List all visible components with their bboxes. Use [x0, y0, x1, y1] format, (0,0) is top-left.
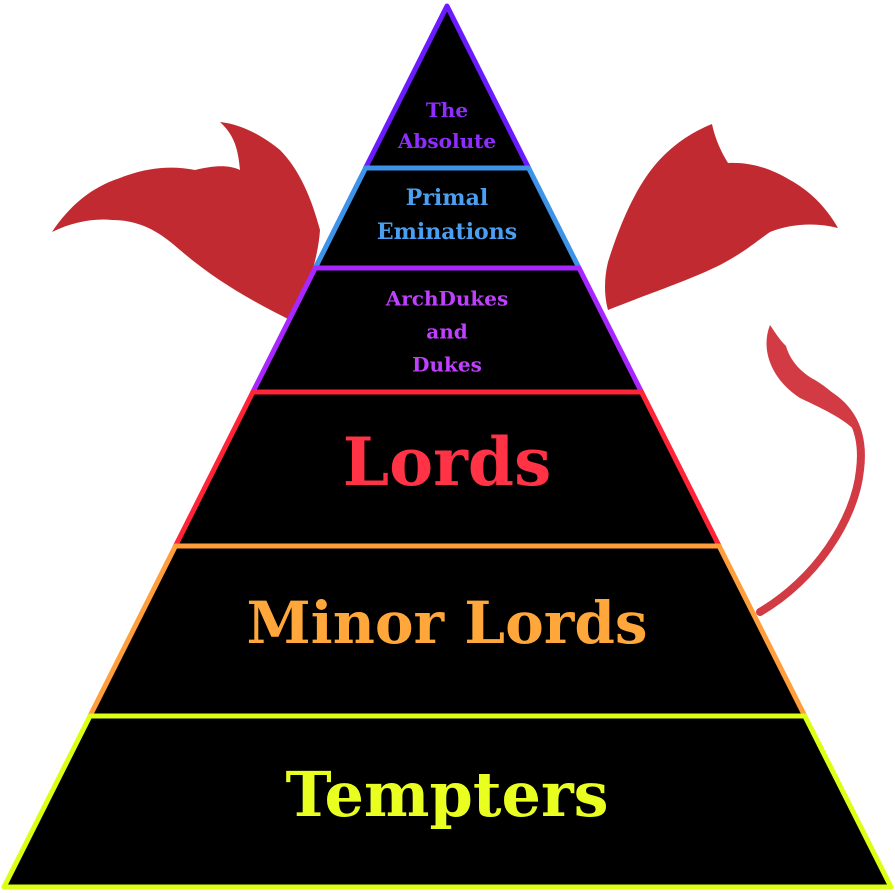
tier-3-label-line-2: and	[426, 320, 468, 344]
tier-3-label-line-3: Dukes	[412, 353, 482, 377]
tier-4-label-line-1: Lords	[343, 423, 552, 501]
tier-3-label-line-1: ArchDukes	[385, 287, 509, 311]
tier-2-label-line-1: Primal	[406, 185, 488, 211]
right-bat-wing	[605, 124, 838, 310]
tier-2-label-line-2: Eminations	[377, 219, 517, 245]
tier-5-label-line-1: Minor Lords	[246, 589, 647, 657]
pyramid-tier-2	[315, 168, 579, 268]
tier-1-label-line-2: Absolute	[397, 129, 496, 153]
tier-1-label-line-1: The	[426, 98, 468, 122]
devil-tail	[760, 325, 862, 612]
tier-6-label-line-1: Tempters	[285, 758, 608, 831]
left-bat-wing	[52, 122, 320, 320]
